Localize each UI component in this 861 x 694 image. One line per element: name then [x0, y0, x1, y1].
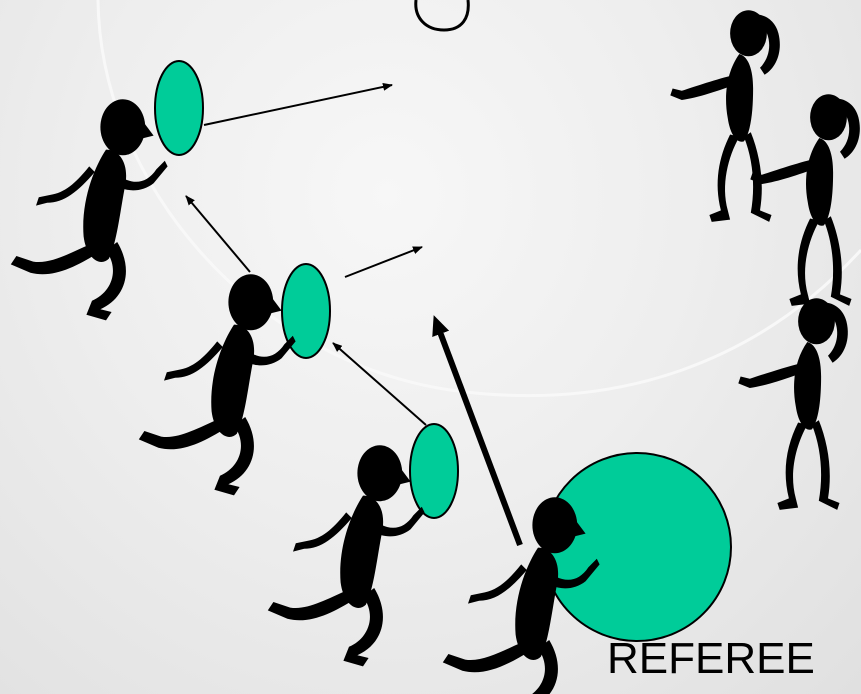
runner-icon-3 [268, 445, 425, 666]
referee-label: REFEREE [607, 637, 815, 681]
runner-icon-2 [139, 274, 296, 495]
ball-1 [155, 61, 203, 155]
arrow-ball1-out [204, 85, 392, 125]
arrow-ball2-to-ball1 [186, 196, 250, 272]
title-glyph-fragment [416, 0, 469, 30]
arrow-ball3-to-ball2 [333, 343, 426, 425]
runner-icon-1 [11, 99, 168, 320]
waiting-person-icon-1 [670, 10, 780, 222]
waiting-person-icon-2 [750, 94, 860, 306]
arrow-ball2-out [345, 247, 422, 277]
referee-ball [543, 453, 731, 641]
waiting-person-icon-3 [738, 298, 848, 510]
ball-3 [410, 424, 458, 518]
